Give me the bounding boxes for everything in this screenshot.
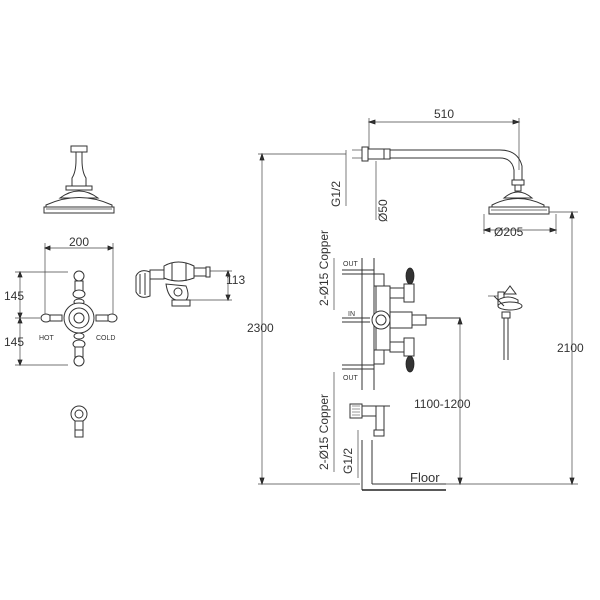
dim-handset-height: 113 bbox=[226, 273, 245, 287]
floor: Floor bbox=[362, 470, 446, 491]
label-in: IN bbox=[348, 311, 355, 318]
dim-arm: 510 bbox=[367, 107, 521, 170]
handset-assembly: 113 bbox=[135, 261, 245, 307]
dim-valve-width: 200 bbox=[69, 235, 89, 249]
label-floor: Floor bbox=[410, 470, 440, 485]
wall-outlet-side-view: 2-Ø15 Copper G1/2 bbox=[317, 372, 390, 478]
dim-upper-offset: 145 bbox=[4, 289, 24, 303]
slide-rail-handset bbox=[488, 285, 523, 360]
dim-arm-length: 510 bbox=[434, 107, 454, 121]
dim-head-height: 2100 bbox=[557, 341, 584, 355]
label-out-bottom: OUT bbox=[343, 375, 359, 382]
wall-outlet-front-view bbox=[70, 405, 88, 438]
dim-head: 2100 bbox=[446, 210, 584, 486]
label-hot: HOT bbox=[39, 335, 55, 342]
valve-front-view: 200 145 145 HOT COLD bbox=[4, 235, 118, 367]
label-thread-top: G1/2 bbox=[329, 181, 343, 207]
label-out-top: OUT bbox=[343, 261, 359, 268]
shower-head-front-view bbox=[43, 145, 115, 214]
shower-head-side-view: Ø205 bbox=[482, 184, 558, 239]
dim-overall: 2300 bbox=[247, 152, 360, 486]
label-copper-top: 2-Ø15 Copper bbox=[317, 230, 331, 306]
label-flange-dia: Ø50 bbox=[376, 199, 390, 222]
label-thread-bottom: G1/2 bbox=[341, 448, 355, 474]
shower-arm-side-view: G1/2 Ø50 bbox=[329, 146, 525, 222]
label-cold: COLD bbox=[96, 335, 115, 342]
label-rose-dia: Ø205 bbox=[494, 225, 524, 239]
dim-total-height: 2300 bbox=[247, 321, 274, 335]
dim-valve: 1100-1200 bbox=[414, 316, 471, 486]
valve-side-view: 2-Ø15 Copper OUT IN OUT bbox=[317, 230, 460, 382]
dim-lower-offset: 145 bbox=[4, 335, 24, 349]
wall bbox=[361, 258, 375, 490]
dim-valve-height: 1100-1200 bbox=[414, 397, 471, 411]
label-copper-bottom: 2-Ø15 Copper bbox=[317, 394, 331, 470]
